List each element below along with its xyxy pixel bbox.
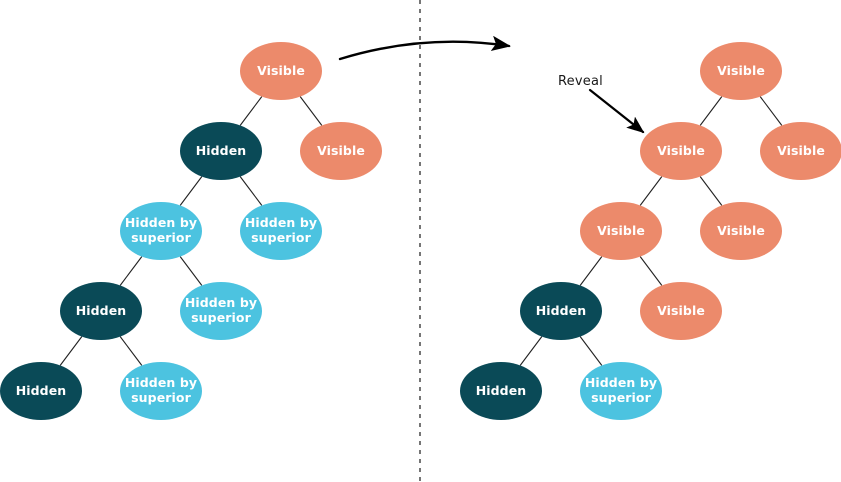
tree-node-hidden-by-superior[interactable]: Hidden by superior <box>120 362 202 420</box>
tree-edge <box>699 176 723 206</box>
tree-node-label: Hidden by superior <box>184 295 258 325</box>
tree-edge <box>59 336 83 366</box>
tree-node-visible[interactable]: Visible <box>700 42 782 100</box>
tree-node-hidden-by-superior[interactable]: Hidden by superior <box>240 202 322 260</box>
tree-node-visible[interactable]: Visible <box>580 202 662 260</box>
tree-edge <box>759 96 783 126</box>
tree-node-visible[interactable]: Visible <box>700 202 782 260</box>
tree-edge <box>639 176 663 206</box>
tree-node-label: Hidden by superior <box>584 375 658 405</box>
tree-node-label: Visible <box>717 222 765 238</box>
tree-edge <box>119 336 143 366</box>
tree-node-label: Visible <box>777 142 825 158</box>
tree-node-visible[interactable]: Visible <box>760 122 841 180</box>
transition-arrow <box>338 35 511 61</box>
tree-edge <box>579 256 603 286</box>
tree-node-label: Hidden <box>15 382 67 398</box>
tree-edge <box>519 336 543 366</box>
tree-node-label: Visible <box>717 62 765 78</box>
tree-node-hidden[interactable]: Hidden <box>60 282 142 340</box>
tree-node-label: Hidden by superior <box>124 375 198 405</box>
tree-node-hidden-by-superior[interactable]: Hidden by superior <box>180 282 262 340</box>
tree-edge <box>179 256 203 286</box>
tree-edge <box>119 256 143 286</box>
tree-node-label: Hidden <box>75 302 127 318</box>
tree-node-label: Hidden <box>535 302 587 318</box>
tree-edge <box>639 256 663 286</box>
tree-node-label: Visible <box>597 222 645 238</box>
tree-edge <box>299 96 323 126</box>
tree-node-label: Hidden <box>195 142 247 158</box>
tree-node-visible[interactable]: Visible <box>240 42 322 100</box>
tree-node-label: Visible <box>317 142 365 158</box>
tree-node-hidden[interactable]: Hidden <box>0 362 82 420</box>
reveal-annotation-label: Reveal <box>558 74 603 89</box>
tree-edge <box>239 96 263 126</box>
tree-node-label: Hidden by superior <box>124 215 198 245</box>
tree-node-visible[interactable]: Visible <box>640 122 722 180</box>
tree-node-hidden[interactable]: Hidden <box>460 362 542 420</box>
tree-node-label: Visible <box>657 302 705 318</box>
tree-node-hidden[interactable]: Hidden <box>180 122 262 180</box>
tree-edge <box>579 336 603 366</box>
tree-node-hidden-by-superior[interactable]: Hidden by superior <box>120 202 202 260</box>
tree-node-label: Visible <box>257 62 305 78</box>
tree-node-hidden-by-superior[interactable]: Hidden by superior <box>580 362 662 420</box>
tree-edge <box>239 176 263 206</box>
reveal-arrow <box>588 88 645 134</box>
tree-edge <box>699 96 723 126</box>
tree-node-visible[interactable]: Visible <box>640 282 722 340</box>
tree-node-hidden[interactable]: Hidden <box>520 282 602 340</box>
tree-node-visible[interactable]: Visible <box>300 122 382 180</box>
tree-edge <box>179 176 203 206</box>
tree-node-label: Visible <box>657 142 705 158</box>
tree-node-label: Hidden <box>475 382 527 398</box>
tree-node-label: Hidden by superior <box>244 215 318 245</box>
